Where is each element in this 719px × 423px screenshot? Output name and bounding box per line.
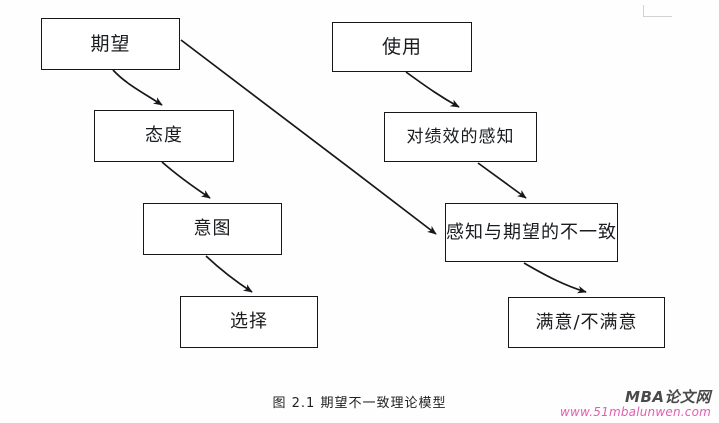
node-attitude: 态度 <box>94 110 234 162</box>
node-choice: 选择 <box>180 296 318 348</box>
watermark-brand: MBA论文网 <box>625 388 711 406</box>
scan-artifact-mark <box>643 5 672 17</box>
node-satisfaction-label: 满意/不满意 <box>535 311 638 333</box>
node-choice-label: 选择 <box>230 311 268 333</box>
edge-disconfirmation-satisfaction <box>523 262 587 294</box>
node-satisfaction: 满意/不满意 <box>508 297 665 348</box>
node-expectation-label: 期望 <box>90 32 131 55</box>
node-usage-label: 使用 <box>381 35 422 58</box>
figure-caption: 图 2.1 期望不一致理论模型 <box>272 396 447 411</box>
node-disconfirmation-label: 感知与期望的不一致 <box>446 221 617 243</box>
node-perceived-performance: 对绩效的感知 <box>384 112 537 162</box>
edge-attitude-intention <box>161 161 211 199</box>
edge-usage-perceived <box>405 71 460 108</box>
edge-intention-choice <box>205 255 253 293</box>
node-expectation: 期望 <box>41 18 180 70</box>
node-usage: 使用 <box>332 22 472 72</box>
node-attitude-label: 态度 <box>145 125 183 147</box>
node-perceived-performance-label: 对绩效的感知 <box>406 126 515 147</box>
node-disconfirmation: 感知与期望的不一致 <box>445 203 618 262</box>
node-intention-label: 意图 <box>193 218 232 240</box>
watermark-url: www.51mbalunwen.com <box>559 405 711 419</box>
node-intention: 意图 <box>143 203 282 255</box>
edge-perceived-disconfirmation <box>477 162 527 199</box>
edge-expectation-attitude <box>112 69 163 106</box>
